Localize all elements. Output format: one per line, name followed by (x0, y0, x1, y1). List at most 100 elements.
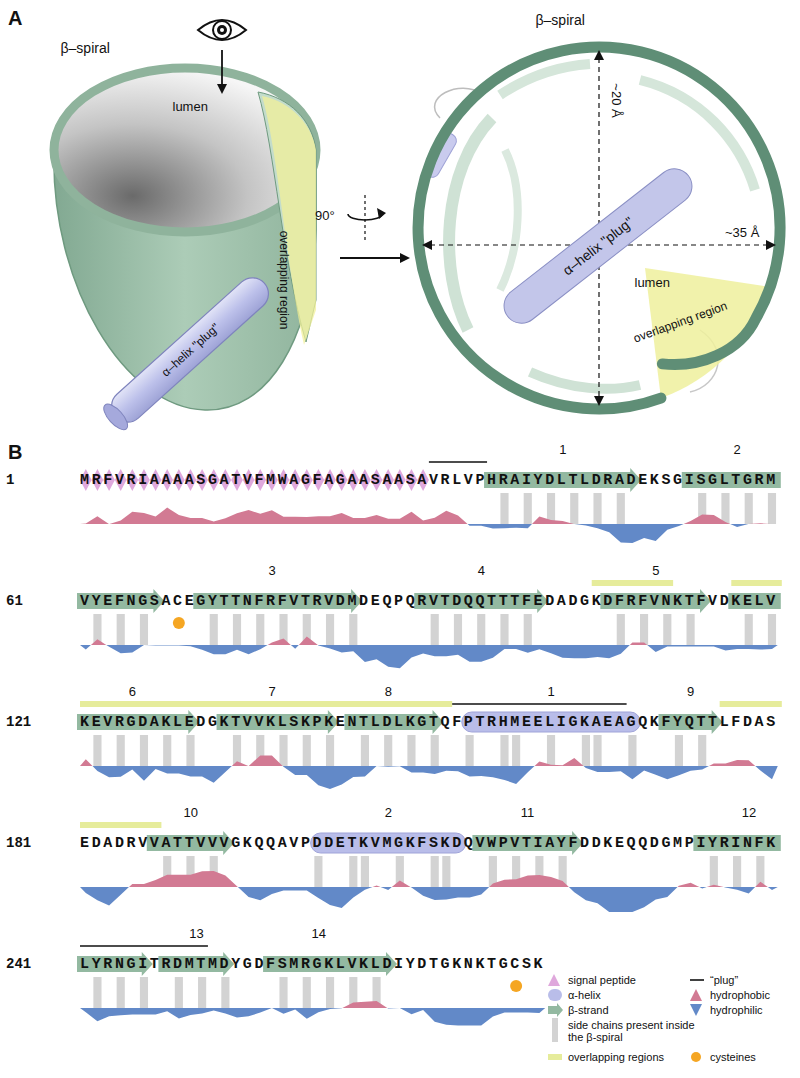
side-chain-bar (570, 493, 578, 524)
side-chain-bar (326, 977, 334, 1008)
residue-number: 181 (6, 835, 31, 851)
overlap-bar (731, 580, 782, 586)
overlap-highlight (262, 96, 316, 345)
side-chain-bar (500, 614, 508, 645)
element-number: 12 (742, 805, 756, 820)
arrow-head (422, 240, 432, 250)
element-number: 9 (687, 684, 694, 699)
arrow-head (594, 50, 604, 60)
side-chain-bar (314, 856, 322, 887)
side-chain-bar (547, 735, 555, 766)
side-chain-bar (454, 614, 462, 645)
side-chain-bar (326, 735, 334, 766)
side-chain-bar (233, 614, 241, 645)
side-chain-bar (140, 735, 148, 766)
side-chain-bar (617, 493, 625, 524)
dimension-label: ~20 Å (609, 83, 624, 117)
side-chain-bar (477, 614, 485, 645)
legend-text: α-helix (568, 989, 601, 1001)
side-chain-bar (221, 977, 229, 1008)
side-chain-bar (431, 856, 439, 887)
panel-letter: B (8, 441, 22, 464)
residue-number: 1 (6, 472, 14, 488)
node-text: α–helix "plug" (560, 214, 637, 279)
overlap-bar (720, 701, 782, 707)
element-number: 2 (734, 442, 741, 457)
side-chain-bar (593, 493, 601, 524)
side-chain-bar (512, 735, 520, 766)
structure-label: β–spiral (61, 40, 110, 56)
side-chain-bar (140, 614, 148, 645)
side-chain-bar (93, 977, 101, 1008)
turn-arrow (340, 257, 400, 259)
hydrophobic-area (80, 637, 778, 645)
side-chain-bar (687, 614, 695, 645)
sequence-row: EDADRVVATTVVVGKQQAVPDDETKVMGKFSKDQVWPVTI… (80, 835, 778, 852)
sequence-row: MRFVRIAAAASGATVFMWAGFAGAASAASAVRLVPHRAIY… (80, 472, 778, 489)
side-chain-bar (524, 614, 532, 645)
side-chain-bar (117, 735, 125, 766)
side-chain-bar (93, 735, 101, 766)
element-number: 7 (268, 684, 275, 699)
element-number: 2 (385, 805, 392, 820)
legend-text: hydrophilic (710, 1004, 763, 1016)
side-chain-bar (175, 977, 183, 1008)
element-number: 5 (652, 563, 659, 578)
side-chain-bar (210, 614, 218, 645)
arrow-head (217, 84, 227, 94)
side-chain-bar (733, 856, 741, 887)
side-chain-bar (593, 735, 601, 766)
side-chain-bar (768, 614, 776, 645)
element-number: 11 (521, 805, 535, 820)
rotation-label: 90° (315, 208, 335, 223)
legend-swatch (548, 989, 562, 1001)
side-chain-bar (442, 856, 450, 887)
arrow-head (766, 240, 776, 250)
cylinder-cap (100, 400, 132, 433)
arrow-head (400, 253, 410, 263)
hydrophobic-area (80, 755, 778, 766)
arrow-head (377, 208, 386, 219)
eye-pupil (217, 25, 227, 35)
side-chain-bar (279, 735, 287, 766)
side-chain-bar (663, 614, 671, 645)
legend-swatch (690, 1004, 702, 1016)
structure-label: β–spiral (536, 12, 585, 28)
element-number: 1 (559, 442, 566, 457)
plug-line (452, 703, 626, 705)
side-chain-bar (500, 493, 508, 524)
side-chain-bar (186, 735, 194, 766)
side-chain-bar (745, 493, 753, 524)
element-number: 3 (268, 563, 275, 578)
side-chain-bar (361, 856, 369, 887)
side-chain-bar (710, 856, 718, 887)
side-chain-bar (140, 977, 148, 1008)
element-number: 1 (548, 684, 555, 699)
side-chain-bar (163, 735, 171, 766)
overlap-bar (592, 580, 673, 586)
rotation-axis (364, 195, 365, 240)
ribbon-strand (530, 372, 640, 389)
side-chain-bar (407, 735, 415, 766)
legend-text: signal peptide (568, 974, 636, 986)
rotation-arrow (348, 214, 382, 220)
side-chain-bar (745, 614, 753, 645)
element-number: 6 (129, 684, 136, 699)
region-label: lumen (635, 275, 670, 290)
sequence-row: VYEFNGSACEGYTTNFRFVTRVDMDEQPQRVTDQQTTTFE… (80, 593, 778, 610)
legend-text: “plug” (710, 974, 738, 986)
plug-line (429, 461, 487, 463)
legend-text: hydrophobic (710, 989, 770, 1001)
cysteine-dot (173, 617, 185, 629)
side-chain-bar (198, 977, 206, 1008)
region-label: lumen (173, 99, 208, 114)
eye-icon (198, 20, 246, 40)
side-chain-bar (500, 735, 508, 766)
element-number: 4 (478, 563, 485, 578)
residue-number: 121 (6, 714, 31, 730)
side-chain-bar (361, 735, 369, 766)
ribbon-strand (449, 118, 492, 330)
side-chain-bar (675, 735, 683, 766)
side-chain-bar (303, 735, 311, 766)
